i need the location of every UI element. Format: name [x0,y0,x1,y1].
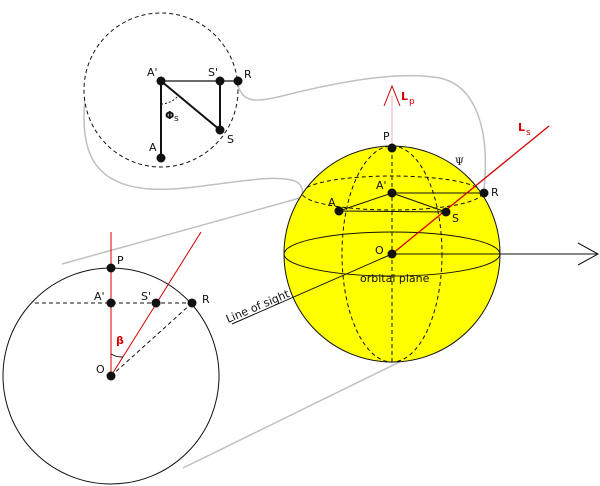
point-A-top [156,153,166,163]
point-Aprime [156,76,166,86]
label-R-bottom: R [202,293,210,306]
point-Sprime-bottom [151,298,161,308]
top-connector-lower [83,89,304,199]
Ls-line [391,125,550,255]
bottom-connector-lower [182,347,429,469]
label-line-of-sight: Line of sight [224,287,292,326]
label-Aprime-bottom: A' [94,290,105,303]
point-Aprime-sphere [387,188,397,198]
label-Sprime-top: S' [208,66,218,79]
label-Ls: L [518,121,525,134]
label-psi: Ψ [455,157,464,168]
label-Aprime-top: A' [147,66,158,79]
label-orbital-plane: orbital plane [360,272,430,285]
label-Sprime-bottom: S' [141,290,151,303]
point-O-bottom [106,371,116,381]
point-S-sphere [441,207,451,217]
label-phi-sub: s [174,114,179,124]
point-Aprime-bottom [106,298,116,308]
label-Lp: L [401,90,408,103]
line-of-sight-outside [231,253,393,325]
main-sphere: P L p L s Ψ A' A R S O orbital plane Lin… [224,84,600,363]
bottom-inset: P A' S' R β O [2,231,220,485]
label-beta: β [116,334,124,347]
point-R-bottom [187,298,197,308]
point-Sprime [215,76,225,86]
label-O-sphere: O [375,244,384,257]
point-S-top [215,125,225,135]
line-A-S [338,210,447,213]
label-P-sphere: P [383,130,390,143]
label-Aprime-sphere: A' [376,179,387,192]
label-P-bottom: P [117,254,124,267]
label-phi: Φ [165,109,174,122]
line-A-Aprime [338,192,393,212]
point-O-sphere [387,249,397,259]
label-A-sphere: A [328,196,336,209]
point-P-sphere [387,143,397,153]
label-Lp-sub: p [409,97,415,107]
label-R-sphere: R [491,186,499,199]
label-O-bottom: O [96,363,105,376]
top-connector-upper [237,74,487,189]
line-of-sight-arrowhead [577,242,600,266]
point-A-sphere [334,206,344,216]
label-R-top: R [244,68,252,81]
point-P-bottom [106,263,116,273]
line-Aprime-S [391,192,447,213]
top-inset: A' S' R Φ s S A [83,12,252,168]
edge-Aprime-S [160,80,221,131]
label-S-top: S [227,133,234,146]
bottom-connector-upper [61,197,301,265]
label-Ls-sub: s [526,128,531,138]
point-R-top [233,76,243,86]
phi-angle-arc [160,95,179,105]
label-A-top: A [149,141,157,154]
connector-lines [61,74,487,469]
label-S-sphere: S [452,212,459,225]
Lp-arrowhead [383,84,401,107]
point-R-sphere [479,188,489,198]
beta-angle-arc [110,353,124,358]
